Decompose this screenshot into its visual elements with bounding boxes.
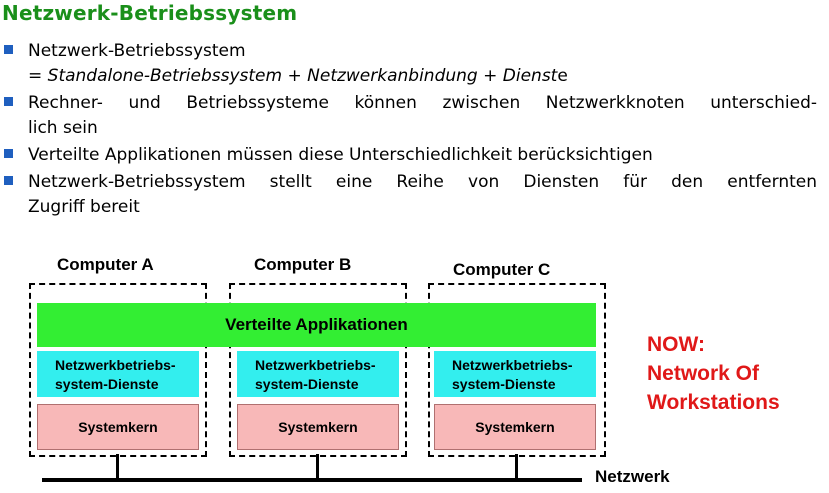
bullet-text-line: Rechner- und Betriebssysteme können zwis…: [28, 93, 817, 113]
square-bullet-icon: [4, 45, 13, 54]
equation-term: Standalone-Betriebssystem: [47, 66, 283, 86]
computer-label: Computer A: [57, 255, 154, 274]
services-label: Netzwerkbetriebs-: [55, 357, 176, 373]
distributed-applications-layer: Verteilte Applikationen: [37, 303, 596, 347]
equation-operator: +: [282, 66, 308, 86]
network-connection: [316, 454, 319, 480]
network-os-services: Netzwerkbetriebs- system-Dienste: [237, 351, 399, 397]
bullet-text: Rechner- und Betriebssysteme können zwis…: [28, 91, 817, 141]
services-label: system-Dienste: [255, 376, 359, 392]
computer-label: Computer B: [254, 255, 352, 274]
equation-term: Netzwerkanbindung: [307, 66, 478, 86]
bullet-text: Netzwerk-Betriebssystem = Standalone-Bet…: [28, 39, 817, 89]
bullet-text-line: lich sein: [28, 118, 98, 138]
bullet-text: Netzwerk-Betriebssystem stellt eine Reih…: [28, 170, 817, 220]
equation-term-tail: e: [557, 66, 568, 86]
services-label: system-Dienste: [452, 376, 556, 392]
computer-label: Computer C: [453, 260, 551, 279]
network-line: [42, 478, 582, 482]
now-callout-line: NOW:: [647, 333, 705, 356]
network-os-services: Netzwerkbetriebs- system-Dienste: [434, 351, 596, 397]
services-label: system-Dienste: [55, 376, 159, 392]
network-os-services: Netzwerkbetriebs- system-Dienste: [37, 351, 199, 397]
services-label: Netzwerkbetriebs-: [452, 357, 573, 373]
system-kernel: Systemkern: [37, 404, 199, 450]
now-callout-line: Workstations: [647, 391, 780, 414]
network-connection: [515, 454, 518, 480]
bullet-text-line: Netzwerk-Betriebssystem stellt eine Reih…: [28, 172, 817, 192]
now-callout-line: Network Of: [647, 362, 760, 385]
network-connection: [116, 454, 119, 480]
bullet-text-line: Zugriff bereit: [28, 197, 140, 217]
square-bullet-icon: [4, 97, 13, 106]
network-label: Netzwerk: [595, 467, 670, 486]
bullet-text: Verteilte Applikationen müssen diese Unt…: [28, 145, 653, 165]
page-title: Netzwerk-Betriebssystem: [2, 1, 298, 25]
now-callout: NOW: Network Of Workstations: [647, 330, 780, 417]
bullet-text-line: Netzwerk-Betriebssystem: [28, 41, 246, 61]
equation-term: Dienst: [502, 66, 558, 86]
system-kernel: Systemkern: [434, 404, 596, 450]
equation-operator: +: [477, 66, 503, 86]
system-kernel: Systemkern: [237, 404, 399, 450]
equation-prefix: =: [28, 66, 48, 86]
services-label: Netzwerkbetriebs-: [255, 357, 376, 373]
square-bullet-icon: [4, 149, 13, 158]
square-bullet-icon: [4, 176, 13, 185]
